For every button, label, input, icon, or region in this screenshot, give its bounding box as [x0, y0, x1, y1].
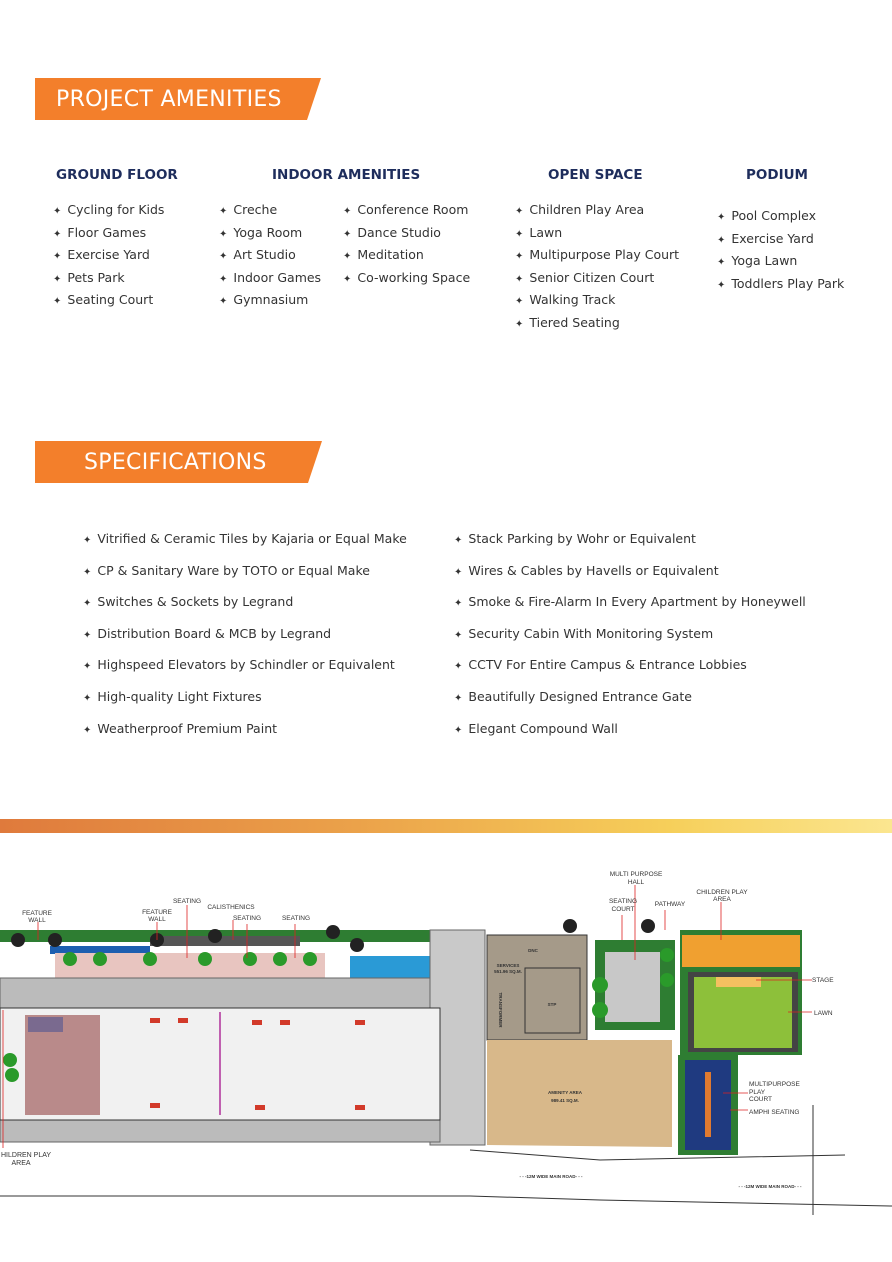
- list-item: Senior Citizen Court: [515, 270, 679, 293]
- indoor-heading: INDOOR AMENITIES: [272, 167, 421, 183]
- label-pathway: PATHWAY: [655, 901, 686, 908]
- label-multipurpose-court: COURT: [749, 1096, 772, 1103]
- list-item: Indoor Games: [219, 270, 321, 293]
- ground-floor-heading: GROUND FLOOR: [56, 167, 178, 183]
- list-item: Meditation: [343, 247, 470, 270]
- label-children-play-area: CHILDREN PLAY: [696, 889, 748, 896]
- label-children-play-area: AREA: [713, 896, 731, 903]
- list-item: Exercise Yard: [53, 247, 164, 270]
- label-amenity-area-size: 989.41 SQ.M.: [551, 1098, 579, 1103]
- label-transformer: TRANSFORMER: [498, 993, 503, 1029]
- label-children-play-area: AREA: [11, 1160, 30, 1167]
- list-item: Exercise Yard: [717, 231, 844, 254]
- spec-item: CP & Sanitary Ware by TOTO or Equal Make: [83, 563, 407, 595]
- list-item: Co-working Space: [343, 270, 470, 293]
- label-seating: SEATING: [233, 915, 261, 922]
- label-seating: SEATING: [282, 915, 310, 922]
- label-multi-purpose-hall: MULTI PURPOSE: [610, 871, 663, 878]
- list-item: Walking Track: [515, 292, 679, 315]
- spec-item: Beautifully Designed Entrance Gate: [454, 689, 806, 721]
- label-stp: STP: [548, 1002, 557, 1007]
- list-item: Tiered Seating: [515, 315, 679, 338]
- open-space-heading: OPEN SPACE: [548, 167, 643, 183]
- podium-list: Pool Complex Exercise Yard Yoga Lawn Tod…: [717, 208, 844, 298]
- label-calisthenics: CALISTHENICS: [207, 904, 255, 911]
- spec-item: Distribution Board & MCB by Legrand: [83, 626, 407, 658]
- podium-heading: PODIUM: [746, 167, 808, 183]
- spec-item: Vitrified & Ceramic Tiles by Kajaria or …: [83, 531, 406, 563]
- label-seating-court: COURT: [612, 906, 635, 913]
- section-title: PROJECT AMENITIES: [56, 86, 282, 112]
- label-feature-wall: WALL: [148, 916, 166, 923]
- spec-item: Switches & Sockets by Legrand: [83, 594, 407, 626]
- spec-item: Highspeed Elevators by Schindler or Equi…: [83, 657, 407, 689]
- spec-item: Smoke & Fire-Alarm In Every Apartment by…: [454, 594, 805, 626]
- label-road: - - -12M WIDE MAIN ROAD- - -: [739, 1184, 802, 1189]
- label-feature-wall: FEATURE: [22, 910, 53, 917]
- spec-list-left: Vitrified & Ceramic Tiles by Kajaria or …: [83, 531, 407, 753]
- list-item: Conference Room: [343, 202, 470, 225]
- label-multipurpose-court: MULTIPURPOSE: [749, 1081, 800, 1088]
- spec-item: Security Cabin With Monitoring System: [454, 626, 806, 658]
- spec-list-right: Stack Parking by Wohr or Equivalent Wire…: [454, 531, 806, 753]
- label-children-play-area: HILDREN PLAY: [1, 1152, 51, 1159]
- specifications-banner: SPECIFICATIONS: [35, 441, 322, 483]
- list-item: Toddlers Play Park: [717, 276, 844, 299]
- amenities-banner: PROJECT AMENITIES: [35, 78, 321, 120]
- spec-item: Stack Parking by Wohr or Equivalent: [454, 531, 806, 563]
- label-road: - - -12M WIDE MAIN ROAD- - -: [520, 1174, 583, 1179]
- label-services-area: 551.96 SQ.M.: [494, 969, 522, 974]
- label-stage: STAGE: [812, 977, 834, 984]
- list-item: Yoga Lawn: [717, 253, 844, 276]
- list-item: Yoga Room: [219, 225, 321, 248]
- list-item: Seating Court: [53, 292, 164, 315]
- list-item: Pets Park: [53, 270, 164, 293]
- list-item: Cycling for Kids: [53, 202, 164, 225]
- list-item: Lawn: [515, 225, 679, 248]
- section-title: SPECIFICATIONS: [84, 449, 267, 475]
- list-item: Children Play Area: [515, 202, 679, 225]
- label-amphi-seating: AMPHI SEATING: [749, 1109, 799, 1116]
- label-dg: DNC: [528, 948, 538, 953]
- label-multi-purpose-hall: HALL: [628, 879, 645, 886]
- list-item: Creche: [219, 202, 321, 225]
- ground-floor-list: Cycling for Kids Floor Games Exercise Ya…: [53, 202, 164, 315]
- indoor-list-2: Conference Room Dance Studio Meditation …: [343, 202, 470, 292]
- gradient-divider: [0, 819, 892, 833]
- label-services: SERVICES: [497, 963, 520, 968]
- list-item: Dance Studio: [343, 225, 470, 248]
- list-item: Floor Games: [53, 225, 164, 248]
- label-amenity-area: AMENITY AREA: [548, 1090, 583, 1095]
- list-item: Multipurpose Play Court: [515, 247, 679, 270]
- spec-item: Weatherproof Premium Paint: [83, 721, 407, 753]
- list-item: Gymnasium: [219, 292, 321, 315]
- spec-item: High-quality Light Fixtures: [83, 689, 407, 721]
- label-feature-wall: WALL: [28, 917, 46, 924]
- spec-item: Wires & Cables by Havells or Equivalent: [454, 563, 806, 595]
- site-plan: FEATURE WALL FEATURE WALL SEATING CALIST…: [0, 871, 892, 1215]
- open-space-list: Children Play Area Lawn Multipurpose Pla…: [515, 202, 679, 337]
- label-seating-court: SEATING: [609, 898, 637, 905]
- list-item: Art Studio: [219, 247, 321, 270]
- spec-item: CCTV For Entire Campus & Entrance Lobbie…: [454, 657, 806, 689]
- indoor-list-1: Creche Yoga Room Art Studio Indoor Games…: [219, 202, 321, 315]
- label-lawn: LAWN: [814, 1010, 833, 1017]
- label-seating: SEATING: [173, 898, 201, 905]
- spec-item: Elegant Compound Wall: [454, 721, 806, 753]
- list-item: Pool Complex: [717, 208, 844, 231]
- label-multipurpose-court: PLAY: [749, 1089, 766, 1096]
- label-feature-wall: FEATURE: [142, 909, 173, 916]
